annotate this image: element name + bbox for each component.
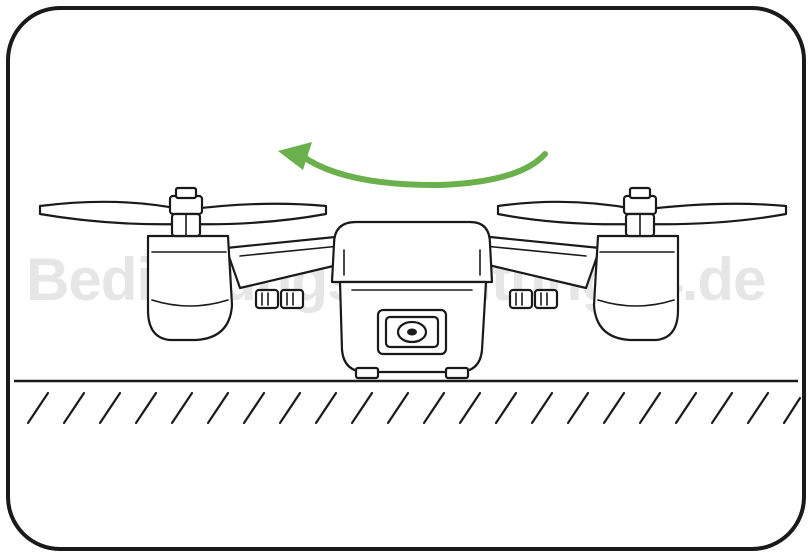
left-motor-housing — [146, 234, 234, 342]
left-landing-leg — [254, 288, 305, 310]
right-landing-leg — [508, 288, 559, 310]
right-propeller — [496, 186, 788, 238]
left-propeller — [38, 186, 328, 238]
rotation-arrow-icon — [278, 142, 548, 189]
right-motor-housing — [592, 234, 680, 342]
ground-hatching — [26, 391, 802, 425]
camera-icon — [376, 308, 448, 356]
